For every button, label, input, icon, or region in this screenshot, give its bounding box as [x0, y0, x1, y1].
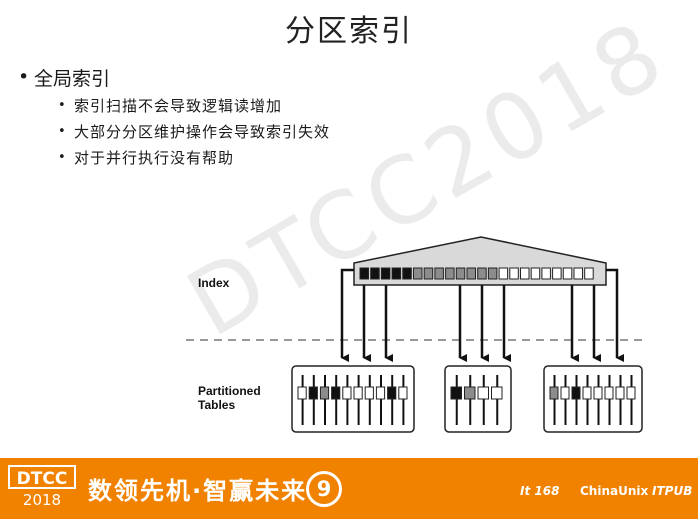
index-cell	[487, 267, 498, 280]
partition-cell	[308, 386, 318, 400]
logo-dtcc-text: DTCC	[8, 465, 76, 489]
index-cell	[455, 267, 466, 280]
connector-line	[340, 268, 354, 362]
index-cell	[402, 267, 412, 280]
index-cell	[562, 267, 573, 280]
partition-cell	[571, 386, 581, 400]
sponsor-it168: It 168	[520, 484, 560, 498]
sub-bullet: • 大部分分区维护操作会导致索引失效	[18, 118, 330, 144]
partition-cell	[626, 386, 636, 400]
partition-cell	[353, 386, 363, 400]
partition-cell	[549, 386, 559, 400]
tables-label-line2: Tables	[198, 398, 235, 412]
index-cell	[541, 267, 551, 280]
bullet-list: • 全局索引 • 索引扫描不会导致逻辑读增加 • 大部分分区维护操作会导致索引失…	[18, 62, 330, 170]
sub-bullet: • 索引扫描不会导致逻辑读增加	[18, 92, 330, 118]
sub-bullet: • 对于并行执行没有帮助	[18, 144, 330, 170]
partition-cell	[450, 386, 462, 400]
partition-cell	[331, 386, 341, 400]
bullet-dot-icon: •	[58, 123, 67, 139]
footer-banner: DTCC 2018 数领先机·智赢未来 9 It 168 ChinaUnix I…	[0, 458, 698, 519]
bullet-dot-icon: •	[58, 97, 67, 113]
partition-cell	[319, 386, 330, 400]
partition-cell	[560, 386, 570, 400]
connectors	[340, 268, 624, 362]
partition-cell	[491, 386, 503, 400]
sponsor-itpub: ITPUB	[652, 484, 693, 498]
bullet-main-text: 全局索引	[34, 67, 111, 90]
index-cell	[509, 267, 519, 280]
partition-cell	[375, 386, 386, 400]
partition-cell	[387, 386, 397, 400]
tables-label-line1: Partitioned	[198, 384, 261, 398]
index-cell	[466, 267, 476, 280]
index-cell	[423, 267, 434, 280]
bullet-dot-icon: •	[18, 66, 30, 88]
logo-year: 2018	[22, 491, 62, 509]
partition-cell	[342, 386, 352, 400]
index-cell	[391, 267, 402, 280]
index-cell	[370, 267, 380, 280]
partition-cells	[297, 375, 636, 425]
partition-box-3	[543, 365, 643, 433]
sub-bullet-text: 大部分分区维护操作会导致索引失效	[74, 122, 331, 141]
index-cell	[530, 267, 541, 280]
bullet-main: • 全局索引	[18, 62, 330, 92]
index-cell	[477, 267, 487, 280]
partition-cell	[297, 386, 307, 400]
edition-badge: 9	[306, 471, 342, 507]
bullet-dot-icon: •	[58, 149, 67, 165]
partition-cell	[398, 386, 408, 400]
partition-cell	[593, 386, 603, 400]
connector-line	[606, 268, 624, 362]
sub-bullet-text: 索引扫描不会导致逻辑读增加	[74, 96, 283, 115]
partition-cell	[582, 386, 592, 400]
index-cell	[359, 267, 369, 280]
index-cell	[573, 267, 583, 280]
partition-cell	[477, 386, 489, 400]
partition-cell	[604, 386, 614, 400]
index-cell	[413, 267, 423, 280]
index-cells	[359, 267, 594, 280]
global-index-diagram: Index Partitioned Tables	[186, 236, 645, 433]
partition-box-1	[291, 365, 415, 433]
sponsor-chinaunix: ChinaUnix	[580, 484, 649, 498]
index-cell	[520, 267, 530, 280]
partition-cell	[464, 386, 476, 400]
index-cell	[552, 267, 562, 280]
slide-title: 分区索引	[285, 14, 413, 49]
slogan: 数领先机·智赢未来	[88, 477, 308, 505]
index-cell	[380, 267, 391, 280]
dtcc-logo: DTCC 2018	[8, 465, 76, 511]
index-cell	[584, 267, 594, 280]
index-cell	[498, 267, 509, 280]
index-label: Index	[198, 276, 230, 290]
partition-cell	[364, 386, 374, 400]
partition-cell	[615, 386, 625, 400]
index-cell	[434, 267, 444, 280]
sub-bullet-text: 对于并行执行没有帮助	[74, 148, 235, 167]
index-cell	[445, 267, 455, 280]
